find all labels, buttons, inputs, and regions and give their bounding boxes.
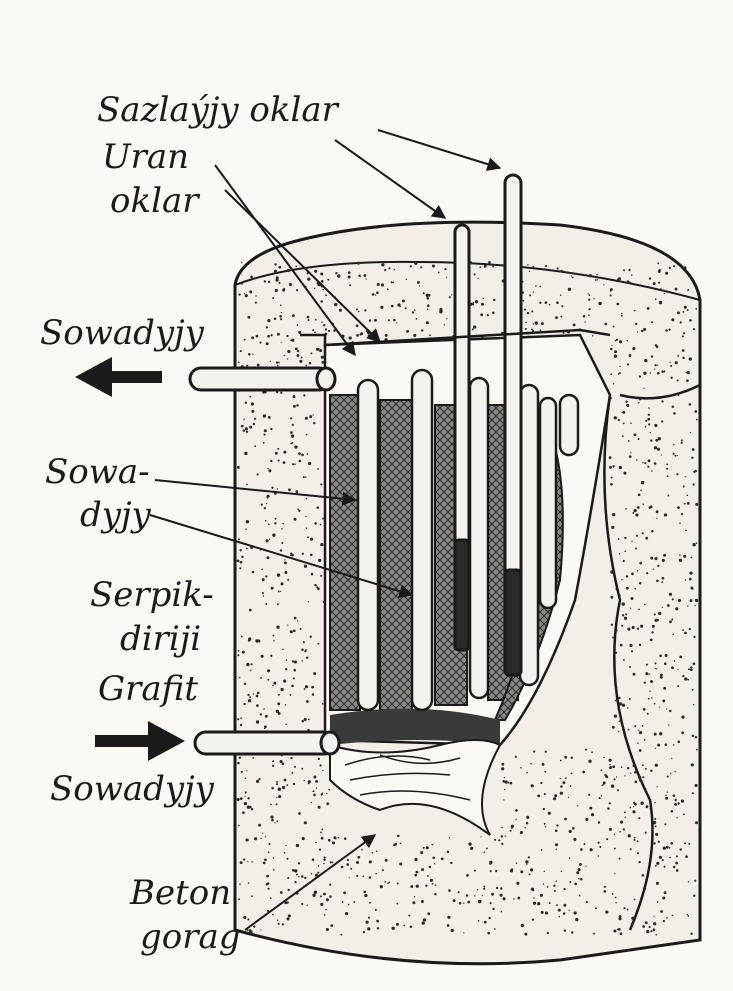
shield-front-edge: [619, 383, 701, 400]
coolant-in-arrow: [95, 721, 185, 761]
leader-lines: [149, 129, 502, 931]
concrete-stipple: [236, 260, 699, 936]
shield-top-rim: [234, 260, 701, 301]
label-control-rods: Sazlaýjy oklar: [97, 90, 338, 130]
label-moderator-2: diriji: [120, 619, 202, 659]
label-uranium-rods-2: oklar: [110, 181, 199, 221]
coolant-out-arrow: [75, 357, 162, 397]
cutaway-edge: [603, 394, 654, 931]
core-floor: [330, 708, 500, 745]
label-coolant-out: Sowadyjy: [40, 313, 204, 353]
label-uranium-rods-1: Uran: [102, 137, 190, 177]
coolant-pool: [329, 739, 502, 836]
pool-flow-lines: [344, 754, 471, 801]
control-rods: [453, 173, 523, 677]
top-plate: [300, 328, 611, 347]
label-moderator-3: Grafit: [98, 669, 199, 709]
coolant-outlet-pipe: [188, 366, 337, 392]
fuel-rods: [356, 368, 580, 712]
label-coolant-mid-1: Sowa-: [45, 452, 150, 492]
label-moderator-1: Serpik-: [90, 575, 214, 615]
label-coolant-in: Sowadyjy: [50, 769, 214, 809]
coolant-inlet-pipe: [193, 730, 341, 756]
label-concrete-1: Beton: [130, 873, 232, 913]
label-concrete-2: gorag: [140, 917, 241, 957]
label-coolant-mid-2: dyjy: [80, 495, 151, 535]
